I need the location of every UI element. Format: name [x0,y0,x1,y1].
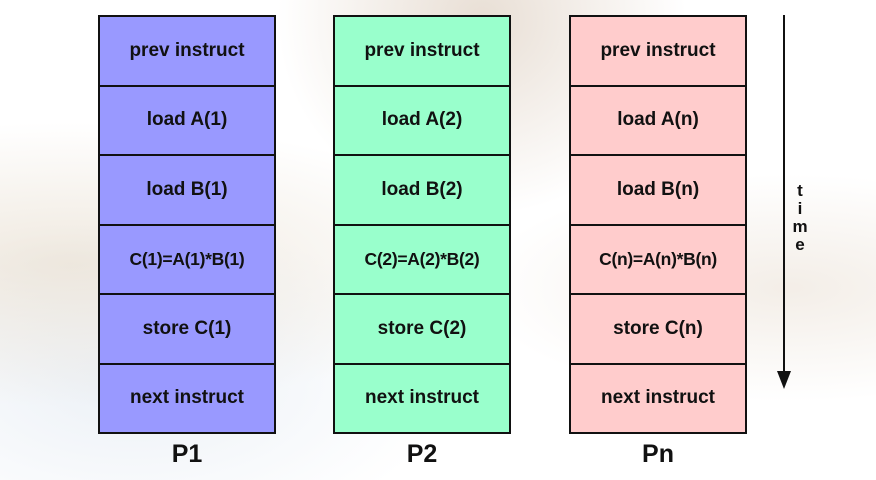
time-axis-letter: t [797,181,803,200]
instruction-cell: store C(2) [335,295,509,365]
processor-column-pn: prev instruct load A(n) load B(n) C(n)=A… [569,15,747,434]
instruction-cell: prev instruct [100,17,274,87]
instruction-cell: next instruct [600,387,716,409]
instruction-cell: store C(n) [571,295,745,365]
time-axis-letter: e [795,235,805,254]
instruction-cell: store C(1) [100,295,274,365]
instruction-cell: next instruct [129,387,245,409]
instruction-cell: load B(n) [571,156,745,226]
processor-label-pn: Pn [642,440,674,468]
processor-column-p1: prev instruct load A(1) load B(1) C(1)=A… [98,15,276,434]
processor-label-p2: P2 [406,440,438,468]
instruction-cell: load A(n) [571,87,745,156]
instruction-cell: load A(2) [335,87,509,156]
instruction-cell: C(n)=A(n)*B(n) [571,226,745,295]
processor-label-p1: P1 [171,440,203,468]
instruction-cell: load A(1) [100,87,274,156]
instruction-cell: load B(1) [100,156,274,226]
instruction-cell: prev instruct [571,17,745,87]
time-axis-arrowhead [777,371,791,389]
time-axis-letter: i [797,199,803,218]
instruction-cell: C(1)=A(1)*B(1) [100,226,274,295]
instruction-cell: load B(2) [335,156,509,226]
time-axis-letter: m [792,217,808,236]
down-arrow-icon [777,15,791,389]
instruction-cell: C(2)=A(2)*B(2) [335,226,509,295]
processor-column-p2: prev instruct load A(2) load B(2) C(2)=A… [333,15,511,434]
instruction-cell: next instruct [364,387,480,409]
instruction-cell: prev instruct [335,17,509,87]
